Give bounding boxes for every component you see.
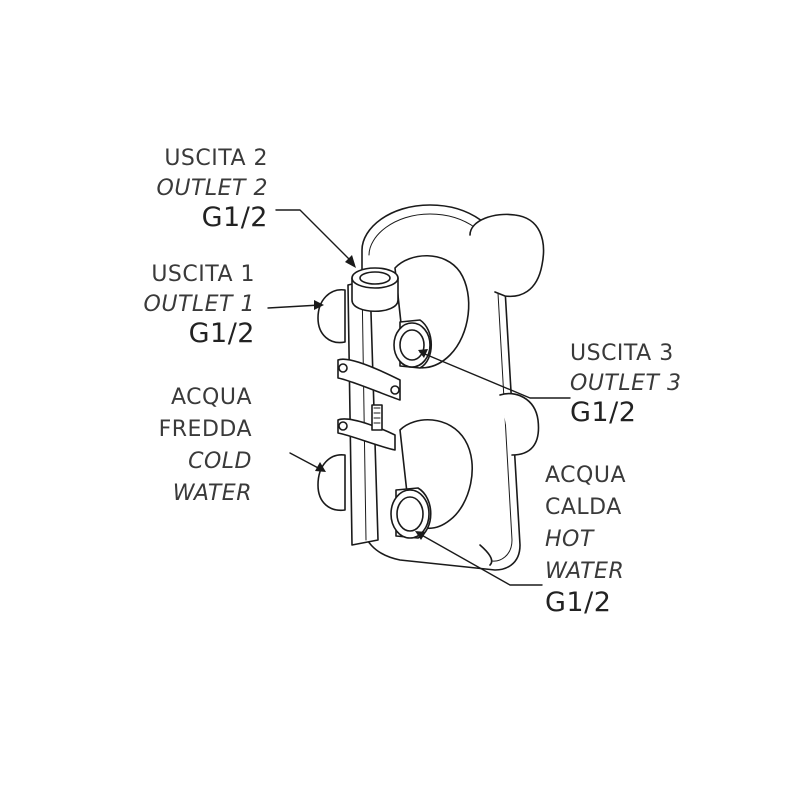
cold-en-1: COLD [188,449,252,474]
label-cold-water: ACQUA FREDDA COLD WATER [159,387,252,505]
leader-outlet-3 [419,351,571,399]
outlet-2-pipe [351,267,399,312]
hot-en-2: WATER [545,559,625,584]
hot-water-connector [390,487,432,539]
rear-cylinders [469,213,545,566]
outlet-2-it: USCITA 2 [164,146,268,171]
leader-cold-water [289,452,323,471]
hot-it-2: CALDA [545,495,622,520]
arrow-outlet-1 [314,300,324,310]
outlet-3-it: USCITA 3 [570,341,674,366]
label-outlet-2: USCITA 2 OUTLET 2 G1/2 [156,146,268,233]
label-outlet-3: USCITA 3 OUTLET 3 G1/2 [570,341,682,428]
cold-it-1: ACQUA [171,385,252,410]
outlet-2-size: G1/2 [201,202,268,233]
hot-it-1: ACQUA [545,463,626,488]
outlet-1-size: G1/2 [188,318,255,349]
outlet-2-en: OUTLET 2 [156,176,268,201]
arrow-outlet-3 [418,349,428,358]
cold-it-2: FREDDA [158,417,252,442]
arrow-cold-water [315,462,326,472]
leader-hot-water [417,532,543,586]
outlet-1-it: USCITA 1 [151,262,255,287]
leader-lines [267,209,571,586]
hot-en-1: HOT [545,527,594,552]
outlet-1-stub [317,289,346,344]
cold-water-stub [317,454,346,512]
leader-outlet-1 [267,304,321,309]
outlet-1-en: OUTLET 1 [143,292,255,317]
leader-arrowheads [314,255,428,540]
leader-outlet-2 [275,209,353,263]
hot-size: G1/2 [545,587,612,618]
outlet-3-connector [393,319,432,369]
label-hot-water: ACQUA CALDA HOT WATER G1/2 [545,463,626,618]
label-outlet-1: USCITA 1 OUTLET 1 G1/2 [143,262,255,349]
valve-body [347,279,379,546]
arrow-hot-water [415,531,426,540]
arrow-outlet-2 [345,255,356,268]
outlet-3-size: G1/2 [570,397,637,428]
outlet-3-en: OUTLET 3 [570,371,682,396]
manifold-brackets [337,358,401,451]
cold-en-2: WATER [172,481,252,506]
